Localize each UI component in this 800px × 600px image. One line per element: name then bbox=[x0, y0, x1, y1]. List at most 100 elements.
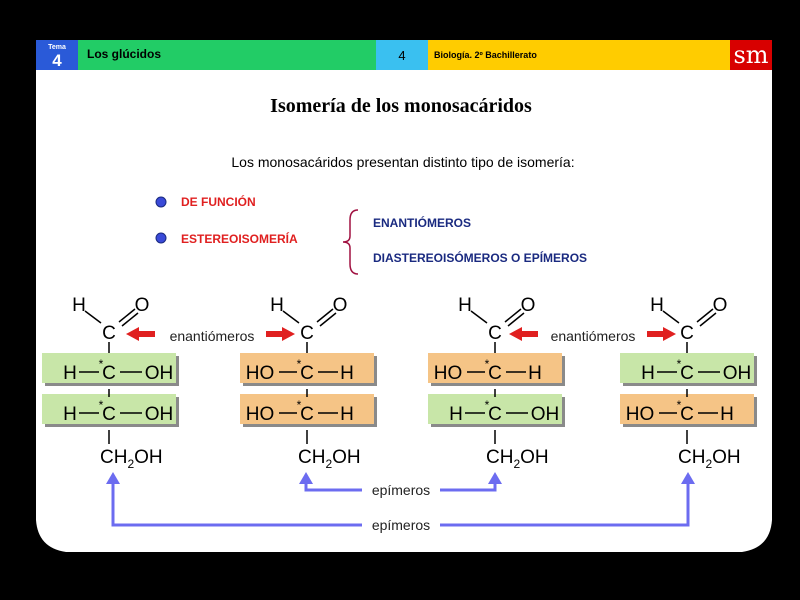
epimer-arrows: epímeros epímeros bbox=[106, 472, 695, 533]
page-number: 4 bbox=[398, 48, 405, 63]
chiral-carbon: C bbox=[300, 404, 314, 425]
slide-title: Isomería de los monosacáridos bbox=[270, 95, 532, 117]
left-substituent: HO bbox=[434, 363, 463, 384]
tema-label: Tema bbox=[48, 44, 66, 51]
ch-text: CH bbox=[298, 447, 325, 468]
carbon-1: C bbox=[488, 323, 502, 344]
chiral-carbon: C bbox=[680, 404, 694, 425]
red-arrow-right bbox=[647, 327, 676, 341]
logo-box bbox=[730, 40, 772, 70]
carbon-1: C bbox=[300, 323, 314, 344]
chiral-row bbox=[620, 394, 754, 424]
intro-text: Los monosacáridos presentan distinto tip… bbox=[231, 154, 574, 170]
chiral-carbon: C bbox=[102, 404, 116, 425]
chiral-row bbox=[428, 353, 562, 383]
subtype-diastereo: DIASTEREOISÓMEROS O EPÍMEROS bbox=[373, 250, 587, 265]
right-substituent: H bbox=[528, 363, 542, 384]
subtype-enantiomeros: ENANTIÓMEROS bbox=[373, 215, 471, 230]
aldehyde-h: H bbox=[458, 295, 472, 316]
oh-text: OH bbox=[520, 447, 549, 468]
right-substituent: H bbox=[340, 404, 354, 425]
enantiomer-pair-1: enantiómeros bbox=[126, 327, 295, 344]
header-bar: Tema 4 Los glúcidos 4 Biología. 2º Bachi… bbox=[36, 40, 772, 70]
chiral-star: * bbox=[99, 398, 104, 412]
red-arrow-right bbox=[266, 327, 295, 341]
subscript-two: 2 bbox=[127, 457, 134, 471]
oh-text: OH bbox=[134, 447, 163, 468]
aldehyde-h: H bbox=[270, 295, 284, 316]
tema-box bbox=[36, 40, 78, 70]
chiral-carbon: C bbox=[680, 363, 694, 384]
aldehyde-o: O bbox=[333, 295, 348, 316]
chiral-row bbox=[620, 353, 754, 383]
brace-icon bbox=[342, 209, 359, 275]
bullet-funcion: DE FUNCIÓN bbox=[181, 194, 256, 209]
chiral-row bbox=[42, 394, 176, 424]
ch2oh-group: CH2OH bbox=[100, 447, 163, 471]
chiral-star: * bbox=[297, 357, 302, 371]
aldehyde-o: O bbox=[521, 295, 536, 316]
ch2oh-group: CH2OH bbox=[678, 447, 741, 471]
chiral-carbon: C bbox=[300, 363, 314, 384]
chiral-row bbox=[42, 353, 176, 383]
left-substituent: H bbox=[63, 363, 77, 384]
aldehyde-o: O bbox=[135, 295, 150, 316]
chiral-row bbox=[240, 394, 374, 424]
chiral-row bbox=[428, 394, 562, 424]
bond bbox=[696, 308, 714, 323]
title-box bbox=[78, 40, 376, 70]
chiral-star: * bbox=[677, 398, 682, 412]
bond bbox=[282, 310, 300, 324]
epimers-label-outer: epímeros bbox=[372, 517, 430, 533]
chiral-star: * bbox=[485, 398, 490, 412]
chiral-carbon: C bbox=[488, 363, 502, 384]
chiral-row bbox=[240, 353, 374, 383]
chiral-star: * bbox=[677, 357, 682, 371]
bond bbox=[662, 310, 680, 324]
subscript-two: 2 bbox=[513, 457, 520, 471]
aldehyde-h: H bbox=[72, 295, 86, 316]
bond bbox=[470, 310, 488, 324]
red-arrow-left bbox=[509, 327, 538, 341]
left-substituent: HO bbox=[626, 404, 655, 425]
left-substituent: H bbox=[641, 363, 655, 384]
left-substituent: H bbox=[449, 404, 463, 425]
chiral-star: * bbox=[99, 357, 104, 371]
subject-box bbox=[428, 40, 730, 70]
bond bbox=[118, 308, 136, 323]
bond bbox=[121, 312, 139, 327]
enantiomer-pair-2: enantiómeros bbox=[509, 327, 676, 344]
bullet-icon bbox=[155, 196, 167, 208]
ch-text: CH bbox=[486, 447, 513, 468]
enantiomers-label-1: enantiómeros bbox=[170, 328, 255, 344]
right-substituent: OH bbox=[145, 404, 174, 425]
epimers-label-inner: epímeros bbox=[372, 482, 430, 498]
content-panel bbox=[36, 70, 772, 552]
right-substituent: OH bbox=[531, 404, 560, 425]
aldehyde-o: O bbox=[713, 295, 728, 316]
arrow-up-icon bbox=[488, 472, 502, 484]
bond bbox=[699, 312, 717, 327]
bullet-icon bbox=[155, 232, 167, 244]
ch-text: CH bbox=[678, 447, 705, 468]
right-substituent: OH bbox=[723, 363, 752, 384]
chiral-star: * bbox=[297, 398, 302, 412]
chiral-carbon: C bbox=[102, 363, 116, 384]
ch2oh-group: CH2OH bbox=[298, 447, 361, 471]
left-substituent: HO bbox=[246, 404, 275, 425]
oh-text: OH bbox=[332, 447, 361, 468]
bond bbox=[84, 310, 102, 324]
bond bbox=[507, 312, 525, 327]
sm-logo: sm bbox=[733, 41, 768, 69]
chiral-star: * bbox=[485, 357, 490, 371]
arrow-up-icon bbox=[299, 472, 313, 484]
ch2oh-group: CH2OH bbox=[486, 447, 549, 471]
bond bbox=[316, 308, 334, 323]
subject-text: Biología. 2º Bachillerato bbox=[434, 50, 537, 60]
page-box bbox=[376, 40, 428, 70]
